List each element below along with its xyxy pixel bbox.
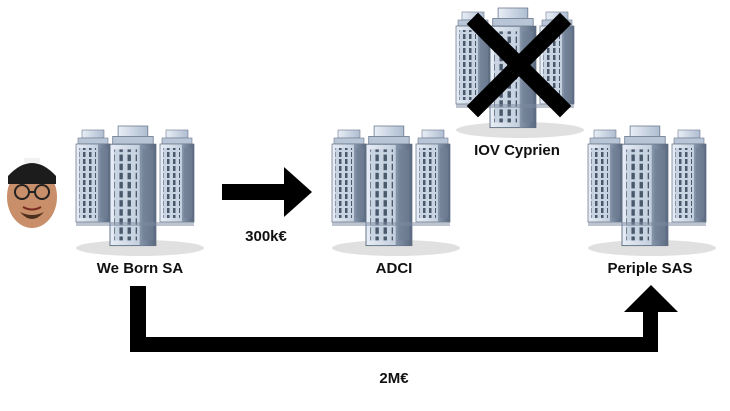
label-adci: ADCI bbox=[375, 260, 413, 277]
cross-icon bbox=[466, 12, 572, 118]
flow-label-2m: 2M€ bbox=[379, 370, 409, 387]
person-avatar bbox=[7, 158, 57, 228]
building-we-born bbox=[76, 126, 204, 256]
label-periple: Periple SAS bbox=[607, 260, 693, 277]
building-adci bbox=[332, 126, 460, 256]
label-we-born: We Born SA bbox=[96, 260, 184, 277]
arrow-right bbox=[222, 167, 312, 217]
flow-label-300k: 300k€ bbox=[245, 228, 287, 245]
elbow-arrow-up bbox=[130, 285, 678, 352]
label-iov: IOV Cyprien bbox=[474, 142, 560, 159]
building-periple bbox=[588, 126, 716, 256]
